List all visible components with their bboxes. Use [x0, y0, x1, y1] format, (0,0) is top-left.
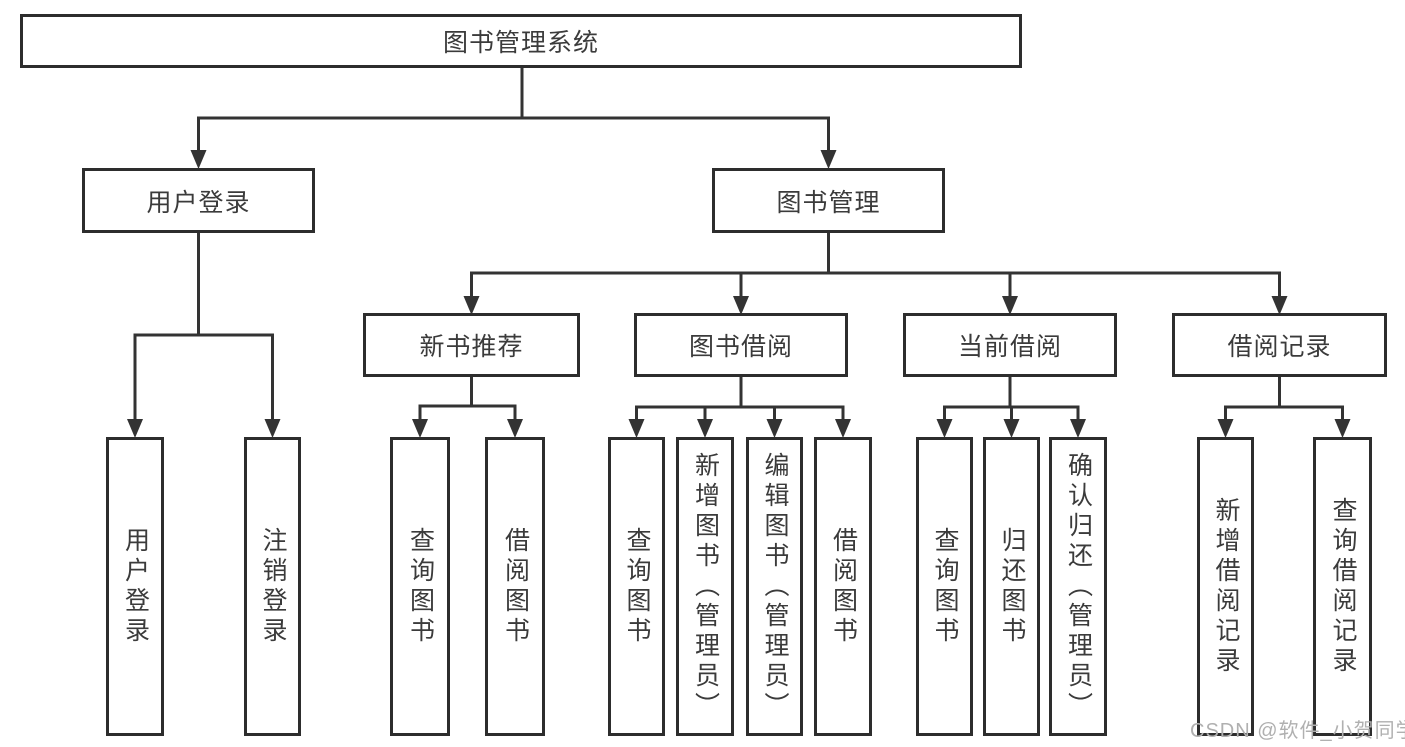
leaf-add-book-admin: 新增图书（管理员） — [676, 437, 734, 736]
leaf-query-books-recommend: 查询图书 — [390, 437, 450, 736]
leaf-edit-book-admin: 编辑图书（管理员） — [746, 437, 803, 736]
node-label: 图书管理 — [776, 188, 881, 217]
node-current-borrowing: 当前借阅 — [903, 313, 1117, 377]
leaf-label: 归还图书 — [998, 526, 1026, 647]
leaf-confirm-return-admin: 确认归还（管理员） — [1049, 437, 1107, 736]
node-label: 图书管理系统 — [442, 29, 599, 57]
node-book-management: 图书管理 — [712, 168, 945, 233]
node-library-management-system: 图书管理系统 — [20, 14, 1022, 68]
leaf-label: 借阅图书 — [501, 526, 530, 647]
leaf-borrow-books-recommend: 借阅图书 — [485, 437, 545, 736]
leaf-borrow-books-borrowing: 借阅图书 — [814, 437, 872, 736]
leaf-query-books-borrowing: 查询图书 — [608, 437, 665, 736]
leaf-label: 查询图书 — [623, 526, 651, 647]
leaf-return-books: 归还图书 — [983, 437, 1040, 736]
node-user-login: 用户登录 — [82, 168, 315, 233]
leaf-label: 查询图书 — [406, 526, 435, 647]
node-new-book-recommend: 新书推荐 — [363, 313, 580, 377]
leaf-label: 编辑图书（管理员） — [761, 451, 789, 722]
node-borrowing-records: 借阅记录 — [1172, 313, 1387, 377]
leaf-label: 注销登录 — [259, 526, 287, 647]
leaf-logout: 注销登录 — [244, 437, 301, 736]
leaf-query-books-current: 查询图书 — [916, 437, 973, 736]
leaf-label: 查询借阅记录 — [1329, 496, 1357, 677]
node-label: 用户登录 — [146, 188, 251, 217]
leaf-user-login: 用户登录 — [106, 437, 164, 736]
leaf-label: 新增图书（管理员） — [691, 451, 720, 722]
node-label: 借阅记录 — [1227, 333, 1332, 361]
leaf-label: 借阅图书 — [829, 526, 858, 647]
node-label: 当前借阅 — [957, 333, 1062, 361]
leaf-label: 确认归还（管理员） — [1064, 451, 1093, 722]
leaf-query-borrow-record: 查询借阅记录 — [1313, 437, 1372, 736]
leaf-add-borrow-record: 新增借阅记录 — [1197, 437, 1254, 736]
leaf-label: 新增借阅记录 — [1212, 496, 1240, 677]
node-book-borrowing: 图书借阅 — [634, 313, 848, 377]
csdn-watermark: CSDN @软件_小贺同学 — [1190, 720, 1405, 742]
node-label: 新书推荐 — [419, 333, 524, 361]
leaf-label: 查询图书 — [931, 526, 959, 647]
leaf-label: 用户登录 — [121, 526, 150, 647]
node-label: 图书借阅 — [688, 333, 793, 361]
